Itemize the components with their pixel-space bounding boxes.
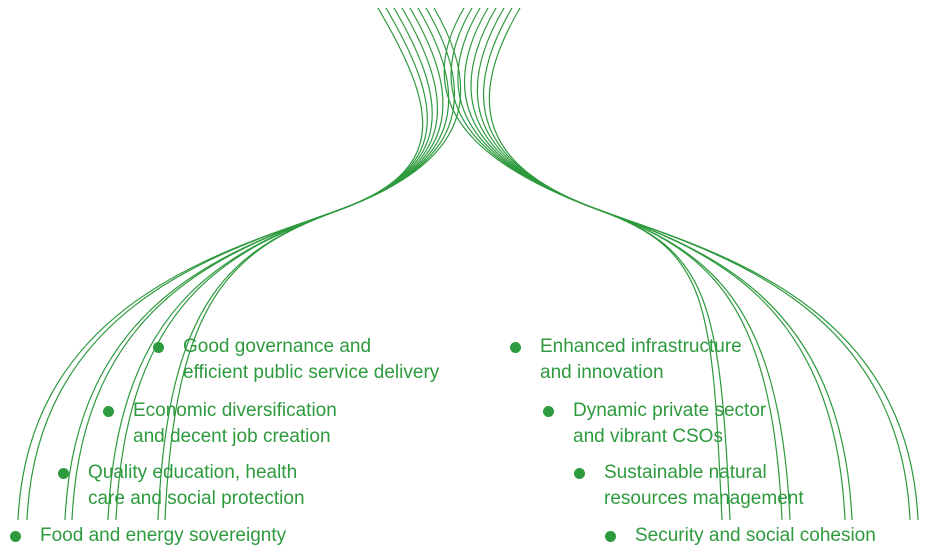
bullet-icon [10,531,21,542]
item-good-governance: Good governance and efficient public ser… [153,334,439,386]
item-label: Good governance and efficient public ser… [183,336,440,383]
item-label: Security and social cohesion [635,525,876,546]
item-label: Economic diversification and decent job … [133,400,337,447]
item-security-cohesion: Security and social cohesion [605,523,876,549]
bullet-icon [153,342,164,353]
item-economic-diversification: Economic diversification and decent job … [103,398,337,450]
bullet-icon [103,406,114,417]
item-food-energy: Food and energy sovereignty [10,523,286,549]
item-enhanced-infrastructure: Enhanced infrastructure and innovation [510,334,742,386]
bullet-icon [510,342,521,353]
item-label: Dynamic private sector and vibrant CSOs [573,400,767,447]
bullet-icon [58,468,69,479]
item-quality-education: Quality education, health care and socia… [58,460,305,512]
item-sustainable-resources: Sustainable natural resources management [574,460,804,512]
item-label: Enhanced infrastructure and innovation [540,336,742,383]
strand-line [443,7,723,521]
item-dynamic-private-sector: Dynamic private sector and vibrant CSOs [543,398,766,450]
bullet-icon [574,468,585,479]
bullet-icon [543,406,554,417]
item-label: Food and energy sovereignty [40,525,287,546]
bullet-icon [605,531,616,542]
item-label: Sustainable natural resources management [604,462,804,509]
item-label: Quality education, health care and socia… [88,462,305,509]
